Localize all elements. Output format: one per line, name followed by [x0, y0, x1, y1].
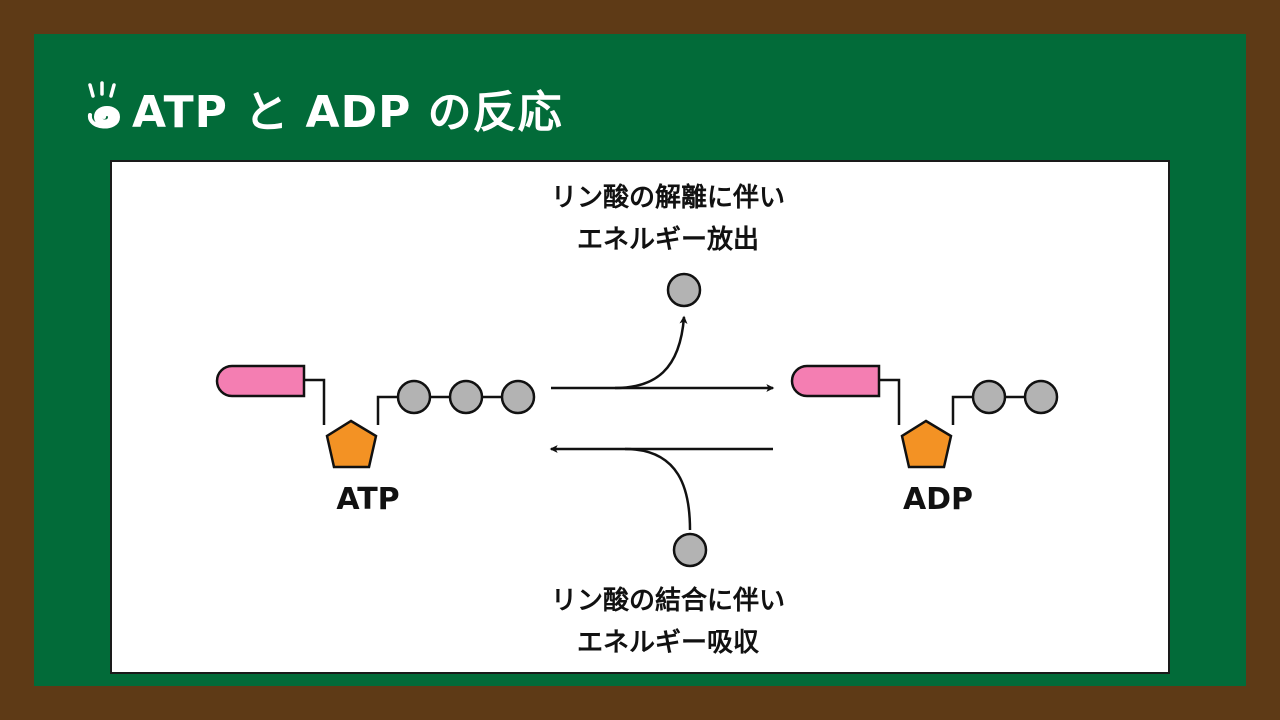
- adp-ribose: [900, 419, 953, 469]
- adp-molecule: [790, 364, 1059, 469]
- release-caption-line1: リン酸の解離に伴い: [550, 183, 785, 213]
- absorb-caption: リン酸の結合に伴い エネルギー吸収: [488, 580, 848, 664]
- release-caption-line2: エネルギー放出: [576, 225, 759, 255]
- atp-ribose: [325, 419, 378, 469]
- title-text: ATP と ADP の反応: [132, 87, 563, 138]
- incoming-phosphate: [672, 532, 708, 568]
- absorb-branch-line: [624, 447, 692, 531]
- atp-molecule: [215, 364, 536, 469]
- release-caption: リン酸の解離に伴い エネルギー放出: [488, 177, 848, 261]
- adp-phosphate: [1023, 379, 1059, 415]
- adp-label: ADP: [902, 482, 974, 517]
- page-title: ATP と ADP の反応: [80, 78, 563, 138]
- adp-adenine: [790, 364, 881, 398]
- released-phosphate: [666, 272, 702, 308]
- absorb-caption-line1: リン酸の結合に伴い: [550, 586, 785, 616]
- atp-adenine: [215, 364, 306, 398]
- atp-phosphate: [396, 379, 432, 415]
- atp-label: ATP: [336, 482, 400, 517]
- atp-phosphate: [448, 379, 484, 415]
- snail-icon: [88, 81, 121, 129]
- absorb-caption-line2: エネルギー吸収: [576, 628, 759, 658]
- atp-phosphate: [500, 379, 536, 415]
- diagram-panel: [110, 160, 1170, 674]
- adp-phosphate: [971, 379, 1007, 415]
- release-branch-arrow: [614, 315, 688, 390]
